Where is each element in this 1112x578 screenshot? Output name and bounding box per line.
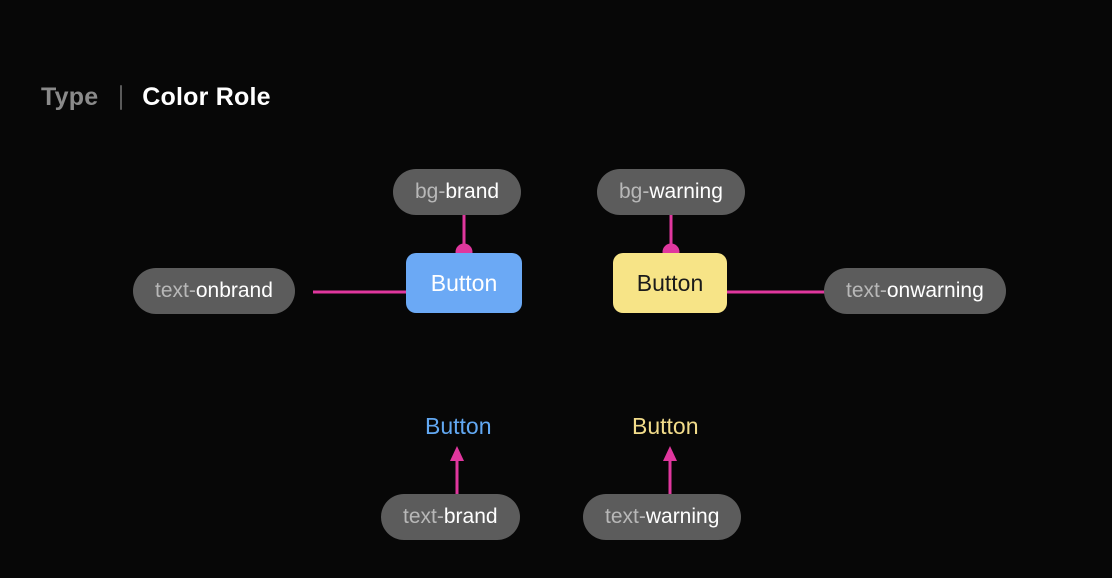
token-prefix: text- xyxy=(155,279,196,302)
sample-button-brand[interactable]: Button xyxy=(406,253,522,313)
header-color-role-label: Color Role xyxy=(142,82,271,111)
token-suffix: warning xyxy=(649,180,723,203)
token-pill-bg-warning[interactable]: bg-warning xyxy=(597,169,745,215)
token-suffix: onwarning xyxy=(886,279,984,302)
token-suffix: onbrand xyxy=(195,279,273,302)
sample-button-brand-label: Button xyxy=(430,269,498,296)
token-prefix: text- xyxy=(605,505,646,528)
header-divider xyxy=(120,84,123,110)
sample-button-warning-label: Button xyxy=(636,269,704,296)
token-suffix: brand xyxy=(445,180,500,203)
token-pill-text-onwarning[interactable]: text-onwarning xyxy=(824,268,1006,314)
sample-text-brand: Button xyxy=(425,413,492,439)
sample-text-warning: Button xyxy=(632,413,699,439)
arrowhead-text-brand xyxy=(450,446,464,461)
token-prefix: text- xyxy=(846,279,887,302)
sample-button-warning[interactable]: Button xyxy=(613,253,727,313)
page-title: Type Color Role xyxy=(41,78,271,116)
token-prefix: text- xyxy=(403,505,444,528)
token-prefix: bg- xyxy=(619,180,650,203)
header-type-label: Type xyxy=(41,82,99,111)
token-prefix: bg- xyxy=(415,180,446,203)
token-pill-text-warning[interactable]: text-warning xyxy=(583,494,742,540)
token-suffix: brand xyxy=(443,505,498,528)
token-pill-text-brand[interactable]: text-brand xyxy=(381,494,520,540)
arrowhead-text-warning xyxy=(663,446,677,461)
token-pill-text-onbrand[interactable]: text-onbrand xyxy=(133,268,295,314)
token-pill-bg-brand[interactable]: bg-brand xyxy=(393,169,522,215)
token-suffix: warning xyxy=(645,505,720,528)
